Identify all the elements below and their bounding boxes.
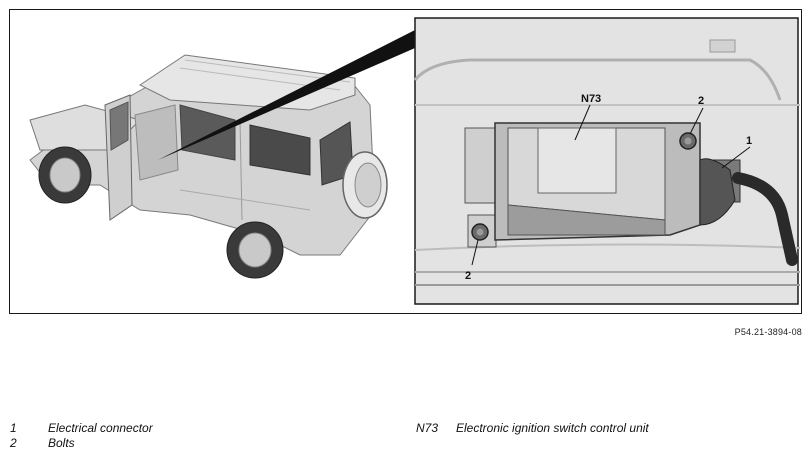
callout-bolt-top: 2 (698, 95, 704, 107)
legend-text: Bolts (48, 436, 75, 450)
legend-key: 1 (10, 421, 17, 435)
legend-key: 2 (10, 436, 17, 450)
detail-view: N73 2 1 2 (413, 17, 801, 305)
legend-text: Electrical connector (48, 421, 153, 435)
vehicle-illustration (29, 30, 415, 279)
figure-reference: P54.21-3894-08 (734, 327, 802, 337)
legend-text: Electronic ignition switch control unit (456, 421, 649, 435)
callout-n73: N73 (581, 93, 601, 105)
callout-bolt-bottom: 2 (465, 270, 471, 282)
figure-frame: N73 2 1 2 (9, 9, 802, 314)
callout-connector: 1 (746, 135, 752, 147)
legend-key: N73 (416, 421, 439, 435)
illustration: N73 2 1 2 (29, 17, 801, 305)
